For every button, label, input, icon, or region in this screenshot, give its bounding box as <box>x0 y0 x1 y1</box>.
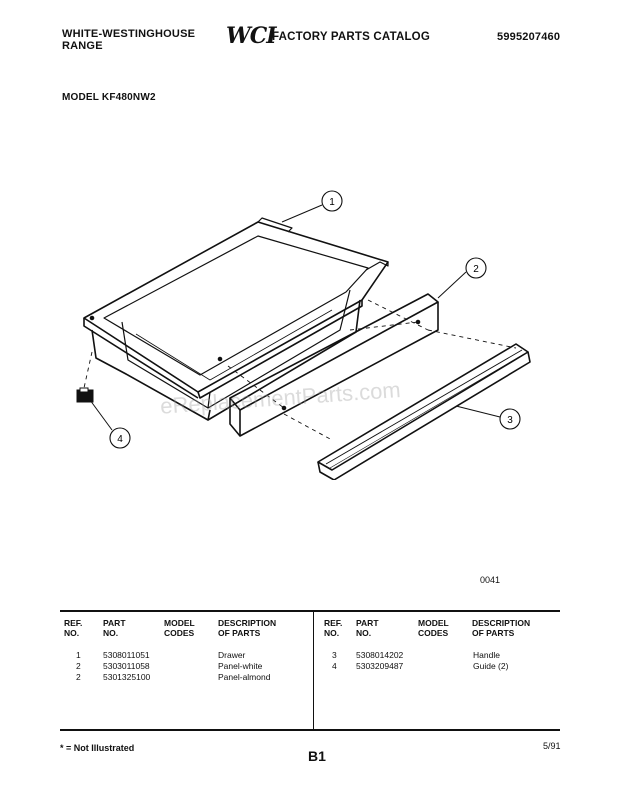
logo-text: WCI <box>226 23 277 49</box>
handle-drawing <box>317 343 531 480</box>
row-description: Guide (2) <box>473 661 509 671</box>
model-label: MODEL KF480NW2 <box>62 92 156 103</box>
callout-4-circle <box>109 427 131 449</box>
row-part-no: 5303011058 <box>103 661 150 671</box>
brand-line-1: WHITE-WESTINGHOUSE <box>62 28 196 40</box>
row-ref: 2 <box>76 661 81 671</box>
callout-4-label: 4 <box>117 434 123 445</box>
row-ref: 3 <box>332 650 337 660</box>
callout-2-label: 2 <box>473 264 479 275</box>
exploded-parts-diagram: 1 2 3 4 eReplacementParts.com <box>76 190 531 480</box>
row-description: Drawer <box>218 650 246 660</box>
alignment-dashes <box>83 299 517 441</box>
callout-1-label: 1 <box>329 197 335 208</box>
row-part-no: 5308011051 <box>103 650 150 660</box>
row-description: Panel-white <box>218 661 263 671</box>
row-ref: 2 <box>76 672 81 682</box>
drawer-drawing <box>83 217 389 421</box>
callout-2-circle <box>465 257 487 279</box>
illustration-code: 0041 <box>480 575 501 585</box>
brand-line-2: RANGE <box>62 40 103 52</box>
watermark-text: eReplacementParts.com <box>159 377 401 419</box>
table-row: 2 5303011058 Panel-white <box>0 661 313 672</box>
row-description: Panel-almond <box>218 672 271 682</box>
table-row: 1 5308011051 Drawer <box>0 650 313 661</box>
callout-3-label: 3 <box>507 415 513 426</box>
table-bottom-rule <box>60 729 560 731</box>
brand-name: WHITE-WESTINGHOUSE RANGE <box>62 28 195 52</box>
header-ref-no: REF.NO. <box>64 618 83 638</box>
not-illustrated-note: * = Not Illustrated <box>60 743 135 753</box>
table-row: 3 5308014202 Handle <box>313 650 563 661</box>
row-part-no: 5303209487 <box>356 661 404 671</box>
table-middle-divider <box>313 611 315 729</box>
revision-date: 5/91 <box>543 741 561 751</box>
table-top-rule <box>60 610 560 612</box>
callout-1-circle <box>321 190 343 212</box>
table-row: 4 5303209487 Guide (2) <box>313 661 563 672</box>
guide-drawing <box>76 387 94 403</box>
row-ref: 4 <box>332 661 337 671</box>
wci-logo: WCI <box>226 23 277 49</box>
header-ref-no-right: REF.NO. <box>324 618 343 638</box>
table-row: 2 5301325100 Panel-almond <box>0 672 313 683</box>
page-code: B1 <box>308 748 326 764</box>
row-part-no: 5308014202 <box>356 650 404 660</box>
catalog-number: 5995207460 <box>497 31 561 43</box>
row-part-no: 5301325100 <box>103 672 151 682</box>
row-ref: 1 <box>76 650 81 660</box>
callout-3-circle <box>499 408 521 430</box>
leader-lines <box>89 204 501 431</box>
row-description: Handle <box>473 650 500 660</box>
catalog-title: FACTORY PARTS CATALOG <box>272 31 430 43</box>
